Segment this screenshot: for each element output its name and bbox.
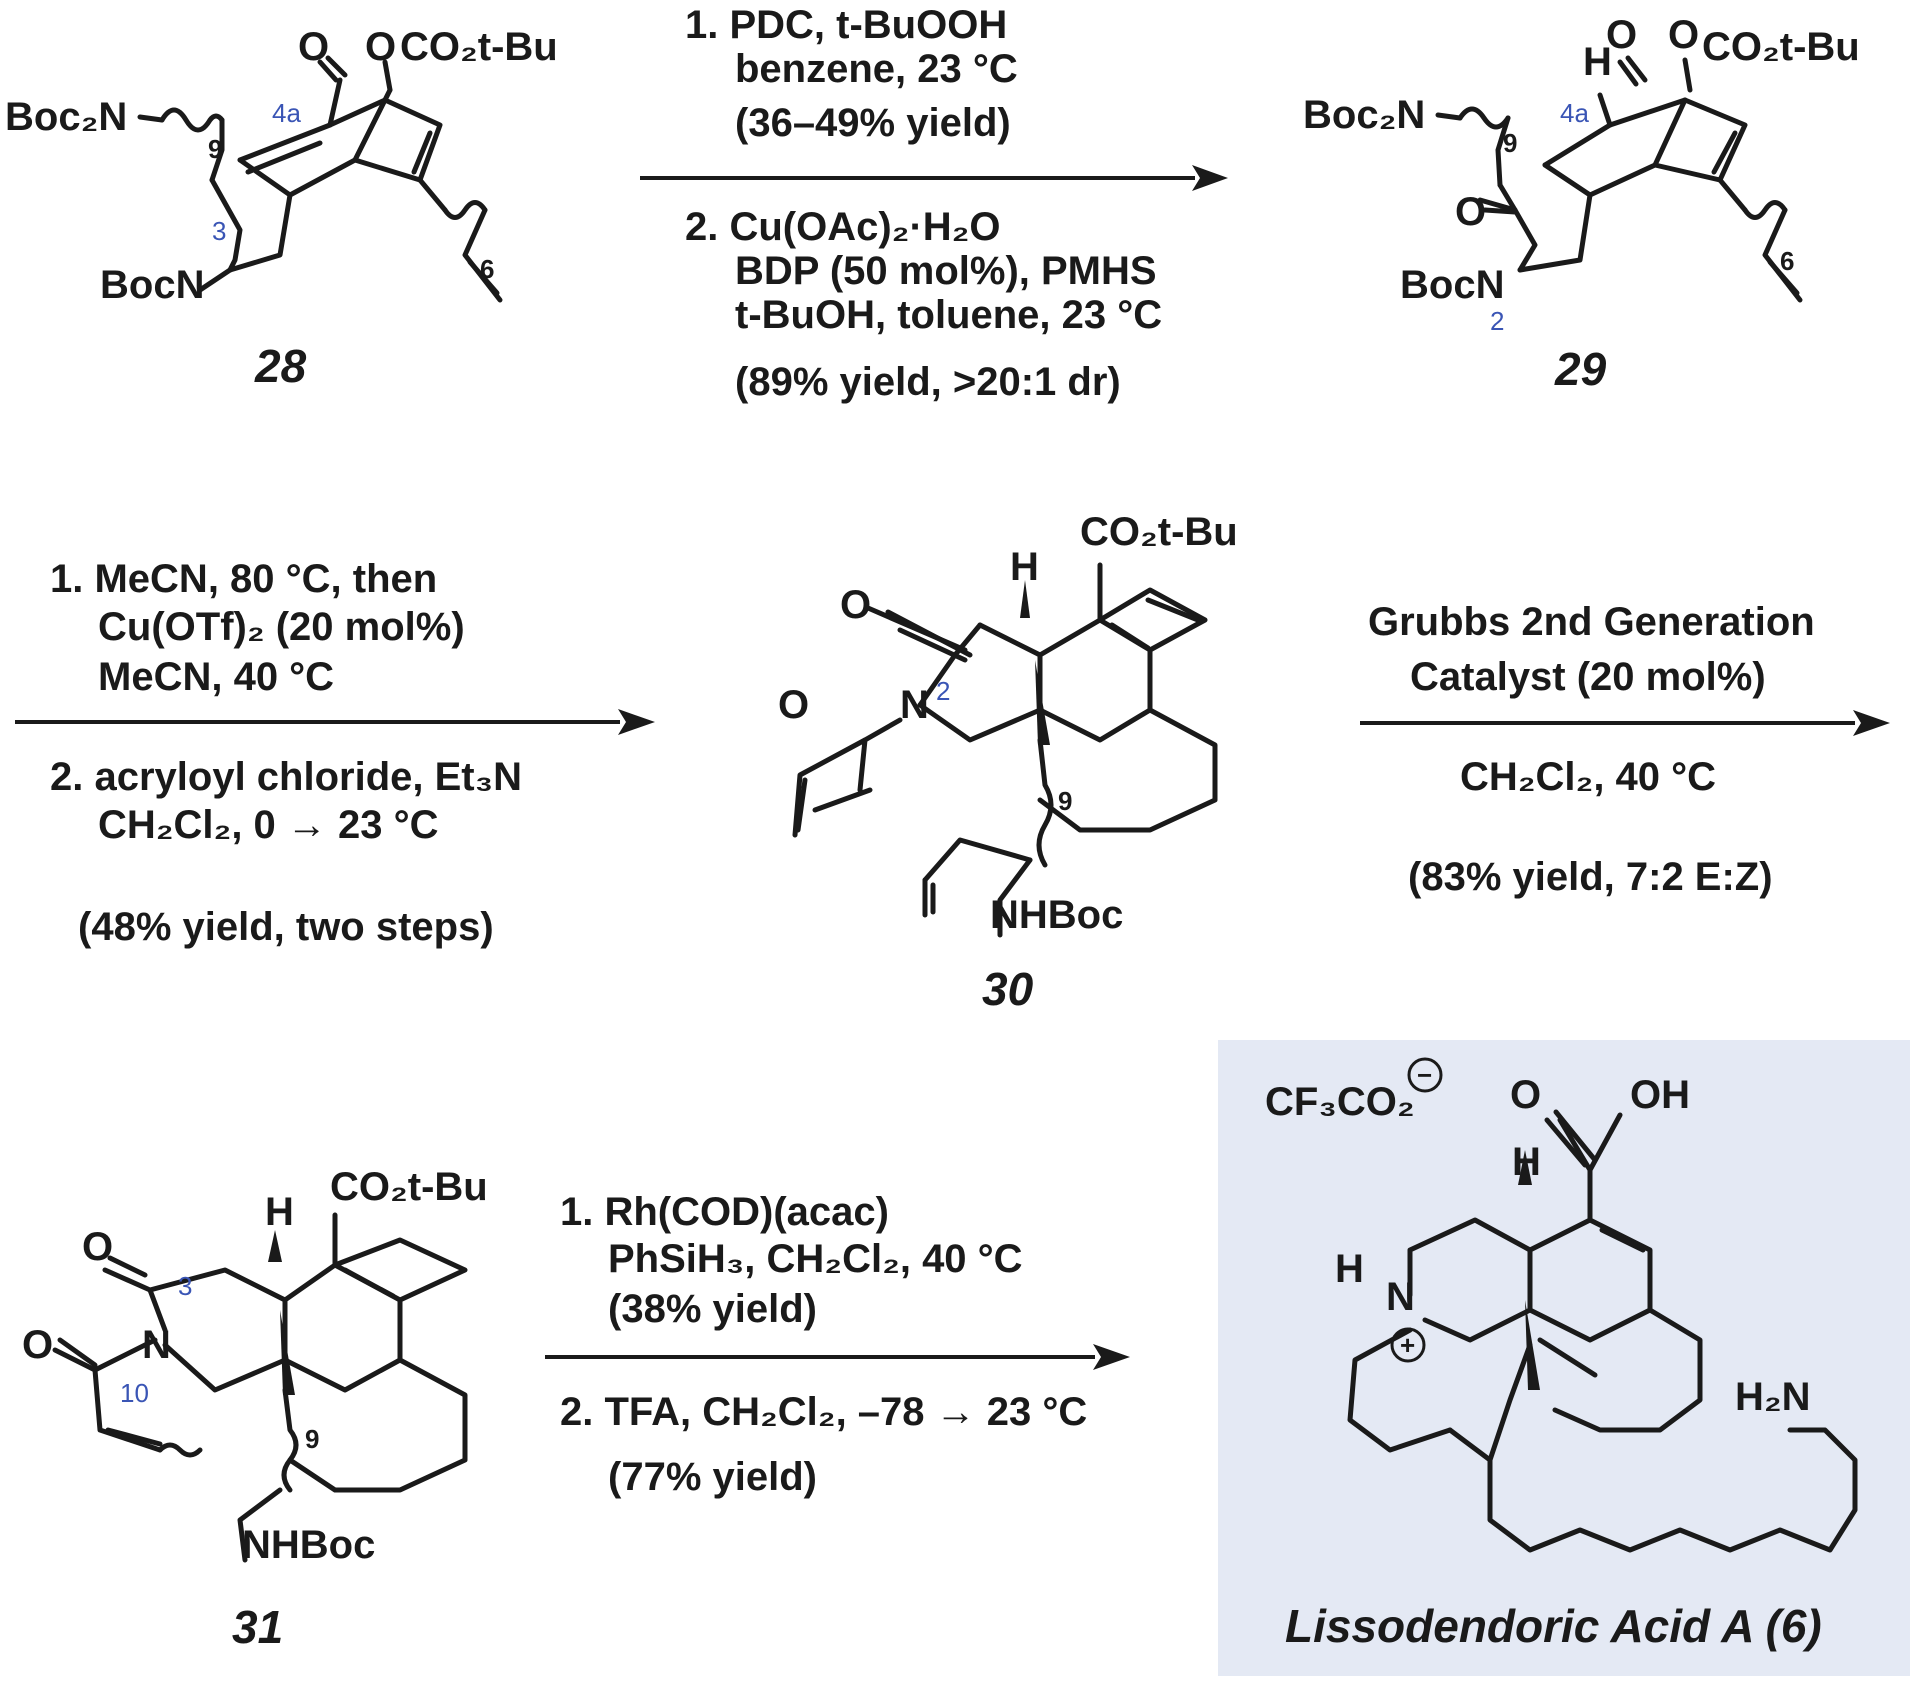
- step-4-arrow: [545, 1344, 1130, 1370]
- product-nh-hydrogen: H: [1335, 1247, 1364, 1291]
- c28-co2tbu-label: CO₂t‑Bu: [400, 25, 558, 69]
- step-3-condition-3: CH₂Cl₂, 40 °C: [1460, 755, 1716, 799]
- c29-co2tbu-label: CO₂t‑Bu: [1702, 25, 1860, 69]
- step-4-condition-5: (77% yield): [608, 1455, 817, 1499]
- compound-31-structure: [52, 1212, 468, 1563]
- c28-oxygen-2: O: [365, 25, 396, 69]
- c30-hydrogen: H: [1010, 545, 1039, 589]
- c29-hydrogen: H: [1583, 40, 1612, 84]
- step-2-condition-2: Cu(OTf)₂ (20 mol%): [98, 605, 465, 649]
- step-1-condition-7: (89% yield, >20:1 dr): [735, 360, 1121, 404]
- negative-charge-icon: [1407, 1057, 1443, 1093]
- step-2-condition-5: CH₂Cl₂, 0 → 23 °C: [98, 803, 439, 847]
- step-4-condition-4: 2. TFA, CH₂Cl₂, –78 → 23 °C: [560, 1390, 1087, 1434]
- c30-co2tbu-label: CO₂t‑Bu: [1080, 510, 1238, 554]
- c31-co2tbu-label: CO₂t‑Bu: [330, 1165, 488, 1209]
- c30-oxygen-2: O: [778, 683, 809, 727]
- product-hydrogen: H: [1512, 1140, 1541, 1184]
- c30-locant-2: 2: [936, 676, 950, 706]
- c29-oxygen-2: O: [1668, 13, 1699, 57]
- product-minus-sign: −: [1417, 1060, 1432, 1090]
- c31-nhboc-label: NHBoc: [242, 1523, 375, 1567]
- product-name: Lissodendoric Acid A (6): [1285, 1600, 1822, 1652]
- compound-28-structure: [137, 55, 503, 303]
- c29-locant-2: 2: [1490, 306, 1504, 336]
- c28-locant-3: 3: [212, 216, 226, 246]
- c28-chain-count-9: 9: [208, 134, 222, 164]
- c31-nitrogen: N: [142, 1323, 171, 1367]
- compound-29-structure: [1435, 55, 1803, 303]
- c30-nitrogen: N: [900, 683, 929, 727]
- compound-28-number: 28: [254, 340, 307, 392]
- c30-nhboc-label: NHBoc: [990, 893, 1123, 937]
- c31-oxygen-1: O: [82, 1225, 113, 1269]
- c29-locant-4a: 4a: [1560, 98, 1589, 128]
- step-3-condition-4: (83% yield, 7:2 E:Z): [1408, 855, 1773, 899]
- compound-31-number: 31: [232, 1601, 283, 1653]
- c28-locant-4a: 4a: [272, 98, 301, 128]
- compound-29-number: 29: [1554, 343, 1607, 395]
- c28-boc2n-label: Boc₂N: [5, 95, 127, 139]
- step-2-arrow: [15, 709, 655, 735]
- c31-locant-3: 3: [178, 1271, 192, 1301]
- step-4-condition-1: 1. Rh(COD)(acac): [560, 1190, 889, 1234]
- step-4-condition-3: (38% yield): [608, 1287, 817, 1331]
- c31-hydrogen: H: [265, 1190, 294, 1234]
- step-1-condition-3: (36–49% yield): [735, 101, 1011, 145]
- compound-30-number: 30: [982, 963, 1034, 1015]
- product-oh-label: OH: [1630, 1073, 1690, 1117]
- step-3-condition-1: Grubbs 2nd Generation: [1368, 600, 1815, 644]
- step-1-condition-2: benzene, 23 °C: [735, 47, 1018, 91]
- product-oxygen: O: [1510, 1073, 1541, 1117]
- c28-bocn-label: BocN: [100, 263, 204, 307]
- c28-oxygen-1: O: [298, 25, 329, 69]
- c31-locant-10: 10: [120, 1378, 149, 1408]
- c29-boc2n-label: Boc₂N: [1303, 93, 1425, 137]
- compound-30-structure: [792, 562, 1218, 938]
- step-1-arrow: [640, 165, 1228, 191]
- c31-chain-count-9: 9: [305, 1424, 319, 1454]
- lissodendoric-acid-structure: [1347, 1109, 1858, 1553]
- step-3-arrow: [1360, 710, 1890, 736]
- step-1-condition-1: 1. PDC, t‑BuOOH: [685, 3, 1007, 47]
- step-1-condition-6: t‑BuOH, toluene, 23 °C: [735, 293, 1162, 337]
- step-3-condition-2: Catalyst (20 mol%): [1410, 655, 1766, 699]
- product-counterion: CF₃CO₂: [1265, 1080, 1415, 1124]
- c30-chain-count-9: 9: [1058, 786, 1072, 816]
- step-2-condition-1: 1. MeCN, 80 °C, then: [50, 557, 437, 601]
- step-2-condition-6: (48% yield, two steps): [78, 905, 494, 949]
- c29-chain-count-9: 9: [1503, 128, 1517, 158]
- step-2-condition-3: MeCN, 40 °C: [98, 655, 334, 699]
- step-1-condition-5: BDP (50 mol%), PMHS: [735, 249, 1157, 293]
- positive-charge-icon: [1390, 1327, 1426, 1363]
- c29-chain-count-6: 6: [1780, 246, 1794, 276]
- c29-oxygen-3: O: [1455, 190, 1486, 234]
- step-2-condition-4: 2. acryloyl chloride, Et₃N: [50, 755, 522, 799]
- product-nitrogen: N: [1386, 1275, 1415, 1319]
- step-4-condition-2: PhSiH₃, CH₂Cl₂, 40 °C: [608, 1237, 1023, 1281]
- product-h2n-label: H₂N: [1735, 1375, 1811, 1419]
- c29-bocn-label: BocN: [1400, 263, 1504, 307]
- c28-chain-count-6: 6: [480, 254, 494, 284]
- c30-oxygen-1: O: [840, 583, 871, 627]
- c31-oxygen-2: O: [22, 1323, 53, 1367]
- step-1-condition-4: 2. Cu(OAc)₂·H₂O: [685, 205, 1001, 249]
- c29-oxygen-1: O: [1606, 13, 1637, 57]
- product-plus-sign: +: [1400, 1330, 1415, 1360]
